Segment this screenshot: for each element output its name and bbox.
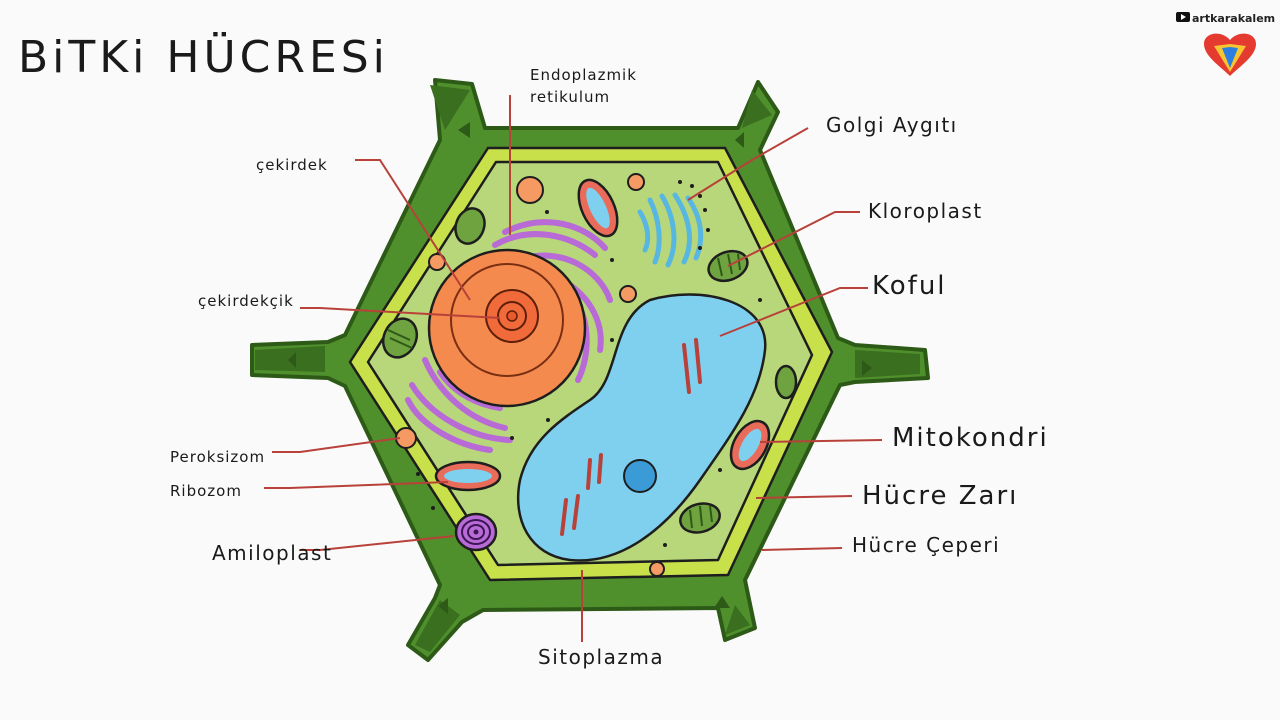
mitochondrion bbox=[729, 419, 771, 471]
diagram-title: BiTKi HÜCRESi bbox=[18, 31, 389, 83]
chloroplast bbox=[454, 207, 486, 245]
label-mitokondri: Mitokondri bbox=[892, 423, 1049, 453]
label-cekirdek: çekirdek bbox=[256, 156, 328, 174]
mitochondrion bbox=[434, 460, 502, 492]
label-endoplazmik-retikulum-2: retikulum bbox=[530, 88, 610, 106]
amyloplast bbox=[454, 512, 498, 552]
golgi-apparatus bbox=[637, 192, 704, 268]
label-golgi: Golgi Aygıtı bbox=[826, 113, 958, 137]
label-cekirdekcik: çekirdekçik bbox=[198, 292, 294, 310]
label-kloroplast: Kloroplast bbox=[868, 199, 983, 223]
mitochondrion bbox=[577, 178, 619, 238]
label-koful: Koful bbox=[872, 271, 947, 301]
label-hucre-ceperi: Hücre Çeperi bbox=[852, 533, 1000, 557]
chloroplast bbox=[679, 502, 721, 534]
chloroplast bbox=[774, 364, 798, 400]
label-hucre-zari: Hücre Zarı bbox=[862, 481, 1018, 511]
ribosomes bbox=[416, 210, 762, 547]
label-sitoplazma: Sitoplazma bbox=[538, 645, 664, 669]
label-peroksizom: Peroksizom bbox=[170, 448, 265, 466]
label-amiloplast: Amiloplast bbox=[212, 541, 332, 565]
brand-name: artkarakalem bbox=[1192, 12, 1275, 25]
brand-channel: artkarakalem bbox=[1176, 12, 1275, 25]
heart-logo-icon bbox=[1204, 33, 1256, 76]
vacuole bbox=[516, 293, 767, 562]
chloroplast bbox=[381, 317, 419, 359]
peroxisome bbox=[395, 173, 665, 577]
leader-lines bbox=[264, 95, 883, 642]
label-endoplazmik-retikulum: Endoplazmik bbox=[530, 66, 637, 84]
nucleolus bbox=[485, 289, 539, 343]
label-ribozom: Ribozom bbox=[170, 482, 242, 500]
golgi-vesicles bbox=[678, 180, 710, 250]
